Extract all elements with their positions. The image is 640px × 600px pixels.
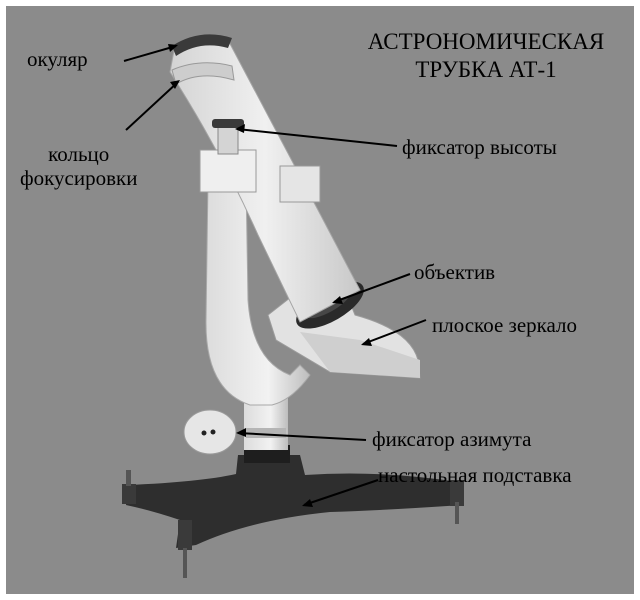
pointer-focus-ring — [126, 82, 178, 130]
pointer-flat-mirror-arrowhead — [361, 338, 372, 346]
pointer-azimuth-lock — [238, 433, 366, 440]
label-focus-ring-line-2: фокусировки — [20, 166, 137, 190]
label-flat-mirror: плоское зеркало — [432, 313, 577, 337]
pointer-altitude-lock-arrowhead — [235, 124, 245, 133]
label-focus-ring-line-1: кольцо — [20, 142, 137, 166]
label-altitude-lock: фиксатор высоты — [402, 135, 557, 159]
pointer-eyepiece — [124, 46, 176, 61]
label-eyepiece: окуляр — [27, 47, 88, 71]
pointer-azimuth-lock-arrowhead — [236, 428, 246, 437]
pointer-altitude-lock — [237, 129, 397, 146]
pointer-objective-arrowhead — [332, 296, 343, 304]
label-objective: объектив — [414, 260, 495, 284]
label-azimuth-lock: фиксатор азимута — [372, 427, 531, 451]
pointer-table-stand — [304, 480, 378, 505]
pointer-flat-mirror — [363, 320, 426, 344]
pointer-objective — [334, 274, 410, 302]
pointer-table-stand-arrowhead — [302, 499, 313, 507]
pointer-eyepiece-arrowhead — [168, 44, 178, 52]
label-table-stand: настольная подставка — [378, 463, 572, 487]
label-focus-ring: кольцо фокусировки — [20, 142, 137, 190]
